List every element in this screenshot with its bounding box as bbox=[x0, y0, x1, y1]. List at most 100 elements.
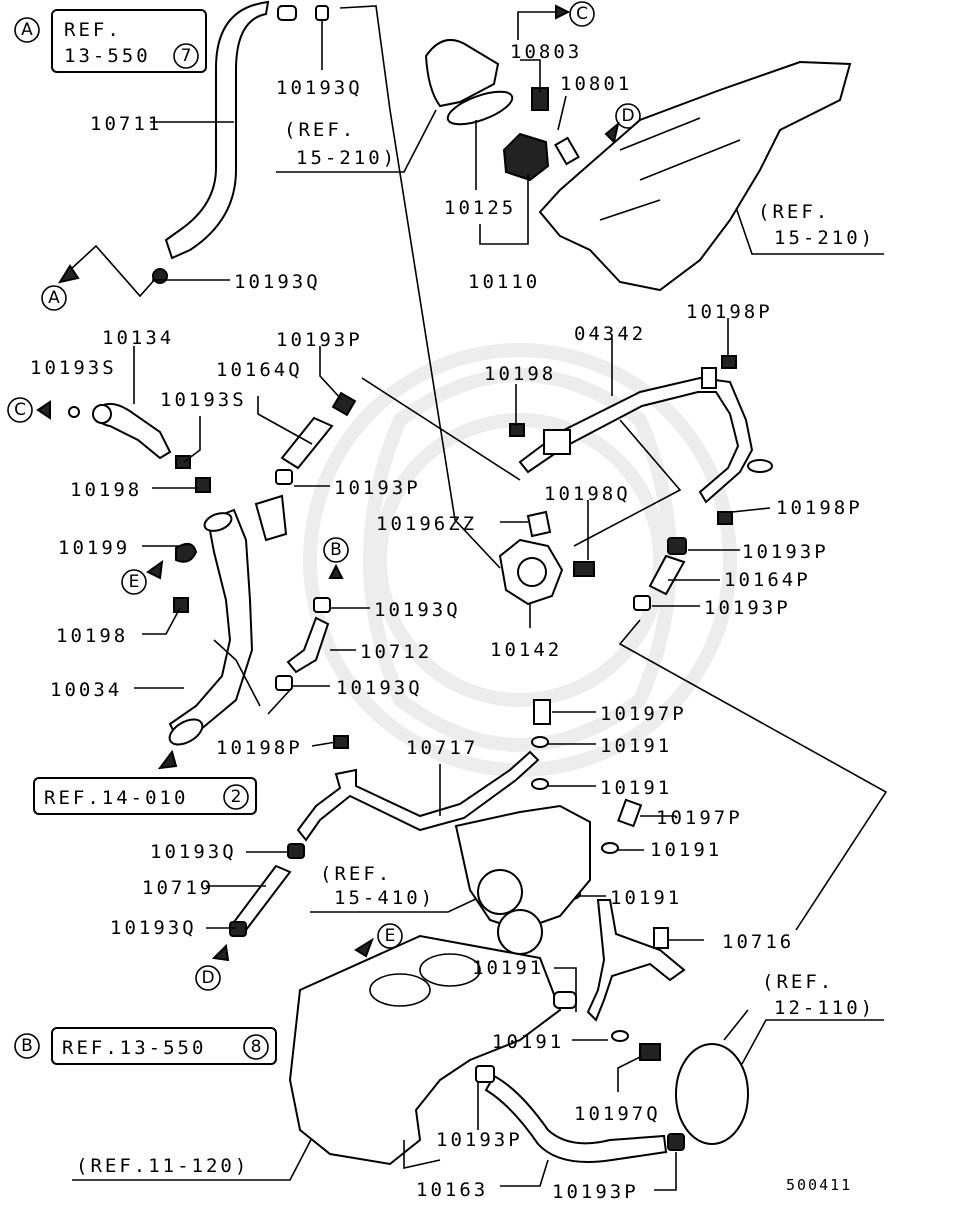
label-10712[interactable]: 10712 bbox=[360, 641, 432, 663]
ref-box-b[interactable]: REF.13-550 8 bbox=[51, 1027, 277, 1065]
thermostat-housing[interactable] bbox=[424, 38, 500, 108]
ref-a-line2: 13-550 bbox=[64, 45, 151, 67]
ref-15-410-l1[interactable]: (REF. bbox=[320, 863, 392, 885]
bolt-10198[interactable] bbox=[509, 423, 525, 437]
label-10134[interactable]: 10134 bbox=[102, 327, 174, 349]
label-10711[interactable]: 10711 bbox=[90, 113, 162, 135]
oil-filter[interactable] bbox=[675, 1043, 749, 1145]
oring-10191-b[interactable] bbox=[531, 778, 549, 790]
label-10191-d[interactable]: 10191 bbox=[610, 887, 682, 909]
label-10198-c[interactable]: 10198 bbox=[56, 625, 128, 647]
label-10197q[interactable]: 10197Q bbox=[574, 1103, 661, 1125]
label-10193p-f[interactable]: 10193P bbox=[552, 1181, 639, 1203]
hose-10164p[interactable] bbox=[648, 554, 686, 596]
label-10716[interactable]: 10716 bbox=[722, 931, 794, 953]
label-10193s-a[interactable]: 10193S bbox=[30, 357, 117, 379]
ref-15-210-right-l1[interactable]: (REF. bbox=[758, 201, 830, 223]
label-10191-c[interactable]: 10191 bbox=[650, 839, 722, 861]
label-10193q-a[interactable]: 10193Q bbox=[234, 271, 321, 293]
label-10193q-d[interactable]: 10193Q bbox=[150, 841, 237, 863]
label-10164q[interactable]: 10164Q bbox=[216, 359, 303, 381]
pipe-10716[interactable] bbox=[586, 899, 686, 1022]
label-10198-b[interactable]: 10198 bbox=[70, 479, 142, 501]
bolt-10198q[interactable] bbox=[573, 561, 595, 577]
label-10801[interactable]: 10801 bbox=[560, 73, 632, 95]
label-10193q-b[interactable]: 10193Q bbox=[374, 599, 461, 621]
sensor-10801[interactable] bbox=[554, 136, 580, 166]
oring-10199[interactable] bbox=[175, 542, 198, 563]
label-10193q-top[interactable]: 10193Q bbox=[276, 77, 363, 99]
pipe-10717[interactable] bbox=[296, 750, 540, 842]
bolt-10197p-b[interactable] bbox=[617, 798, 643, 828]
bolt-10198-c[interactable] bbox=[173, 597, 189, 613]
bolt-10198-b[interactable] bbox=[195, 477, 211, 493]
hose-10163[interactable] bbox=[484, 1074, 668, 1163]
label-10193p-b[interactable]: 10193P bbox=[334, 477, 421, 499]
oring-10191-a[interactable] bbox=[531, 736, 549, 748]
label-10125[interactable]: 10125 bbox=[444, 197, 516, 219]
hose-10711[interactable] bbox=[164, 0, 270, 260]
label-10198-a[interactable]: 10198 bbox=[484, 363, 556, 385]
bolt-10197p-a[interactable] bbox=[533, 699, 551, 725]
label-10034[interactable]: 10034 bbox=[50, 679, 122, 701]
label-10719[interactable]: 10719 bbox=[142, 877, 214, 899]
label-10193q-e[interactable]: 10193Q bbox=[110, 917, 197, 939]
label-10191-b[interactable]: 10191 bbox=[600, 777, 672, 799]
label-10191-a[interactable]: 10191 bbox=[600, 735, 672, 757]
ref-15-210-right-l2[interactable]: 15-210) bbox=[774, 227, 875, 249]
label-10142[interactable]: 10142 bbox=[490, 639, 562, 661]
label-10198p-a[interactable]: 10198P bbox=[686, 301, 773, 323]
bolt-10198p-b[interactable] bbox=[717, 511, 733, 525]
bolt-10198p-c[interactable] bbox=[333, 735, 349, 749]
bolt-10198p-top[interactable] bbox=[721, 355, 737, 369]
ref-15-210-top-l1[interactable]: (REF. bbox=[284, 119, 356, 141]
gasket-10196zz[interactable] bbox=[526, 510, 552, 538]
label-10110[interactable]: 10110 bbox=[468, 271, 540, 293]
label-10198p-c[interactable]: 10198P bbox=[216, 737, 303, 759]
label-10193p-a[interactable]: 10193P bbox=[276, 329, 363, 351]
label-10193q-c[interactable]: 10193Q bbox=[336, 677, 423, 699]
fitting-10191-e[interactable] bbox=[553, 991, 577, 1009]
ref-11-120[interactable]: (REF.11-120) bbox=[76, 1155, 249, 1177]
ref-box-a[interactable]: REF. 13-550 7 bbox=[51, 9, 207, 73]
oring-10191-f[interactable] bbox=[611, 1030, 629, 1042]
hose-10719[interactable] bbox=[232, 864, 292, 932]
gasket-10125[interactable] bbox=[444, 85, 516, 131]
label-10198p-b[interactable]: 10198P bbox=[776, 497, 863, 519]
label-10193p-e[interactable]: 10193P bbox=[436, 1129, 523, 1151]
label-10717[interactable]: 10717 bbox=[406, 737, 478, 759]
label-04342[interactable]: 04342 bbox=[574, 323, 646, 345]
label-10191-e[interactable]: 10191 bbox=[472, 957, 544, 979]
label-10199[interactable]: 10199 bbox=[58, 537, 130, 559]
ref-12-110-l1[interactable]: (REF. bbox=[762, 971, 834, 993]
ref-15-210-top-l2[interactable]: 15-210) bbox=[296, 147, 397, 169]
clamp-10193p-c[interactable] bbox=[667, 537, 687, 555]
ref-box-14-010[interactable]: REF.14-010 2 bbox=[33, 777, 257, 815]
bolt-10197q[interactable] bbox=[639, 1043, 661, 1061]
ref-14-010-num: 2 bbox=[231, 787, 242, 807]
ref-15-410-l2[interactable]: 15-410) bbox=[334, 887, 435, 909]
oring-10191-c[interactable] bbox=[601, 842, 619, 854]
label-10163[interactable]: 10163 bbox=[416, 1179, 488, 1201]
hose-10164q[interactable] bbox=[280, 416, 334, 470]
cylinder-block[interactable] bbox=[288, 934, 562, 1166]
hose-10712[interactable] bbox=[286, 616, 330, 674]
label-10193p-c[interactable]: 10193P bbox=[742, 541, 829, 563]
intake-manifold[interactable] bbox=[538, 60, 852, 292]
label-10193s-b[interactable]: 10193S bbox=[160, 389, 247, 411]
label-10196zz[interactable]: 10196ZZ bbox=[376, 513, 477, 535]
label-10191-f[interactable]: 10191 bbox=[492, 1031, 564, 1053]
label-10803[interactable]: 10803 bbox=[510, 41, 582, 63]
label-10193p-d[interactable]: 10193P bbox=[704, 597, 791, 619]
label-10197p-a[interactable]: 10197P bbox=[600, 703, 687, 725]
svg-text:E: E bbox=[385, 926, 396, 946]
ref-12-110-l2[interactable]: 12-110) bbox=[774, 997, 875, 1019]
label-10164p[interactable]: 10164P bbox=[724, 569, 811, 591]
clamp-10193q-top[interactable] bbox=[277, 5, 297, 21]
thermostat-10110[interactable] bbox=[502, 132, 550, 182]
label-10197p-b[interactable]: 10197P bbox=[656, 807, 743, 829]
label-10198q[interactable]: 10198Q bbox=[544, 483, 631, 505]
marker-c-top: C bbox=[517, 1, 595, 40]
svg-text:C: C bbox=[576, 4, 588, 24]
